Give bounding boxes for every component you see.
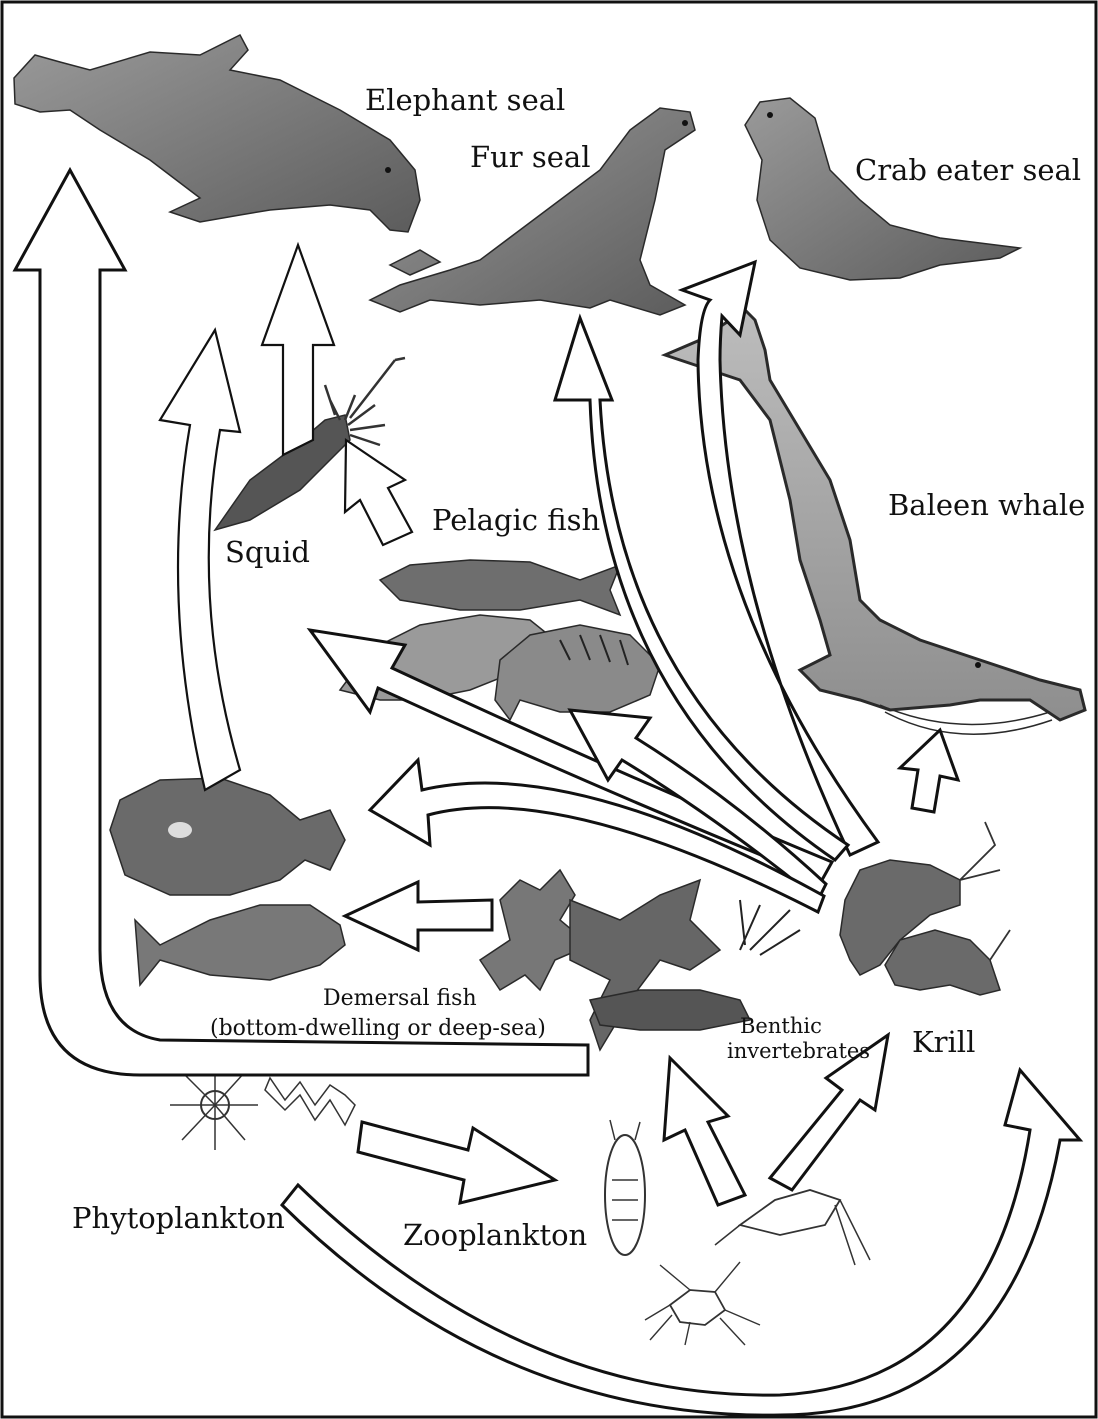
label-demersal-fish-sub: (bottom-dwelling or deep-sea): [210, 1016, 546, 1041]
demersal-fish-icon: [110, 778, 345, 985]
label-krill: Krill: [912, 1025, 975, 1059]
label-fur-seal: Fur seal: [470, 140, 591, 174]
zooplankton-icon: [605, 1120, 870, 1345]
arrow-pelagic-to-squid: [345, 440, 412, 545]
label-elephant-seal: Elephant seal: [365, 83, 565, 117]
pelagic-fish-icon: [340, 560, 660, 720]
arrow-zooplankton-to-benthic: [664, 1058, 745, 1205]
label-phytoplankton: Phytoplankton: [72, 1201, 285, 1235]
arrow-benthic-to-demersal-fish: [345, 882, 492, 950]
label-demersal-fish: Demersal fish: [323, 986, 477, 1011]
arrow-phytoplankton-to-zooplankton: [358, 1122, 555, 1203]
label-pelagic-fish: Pelagic fish: [432, 503, 600, 537]
label-squid: Squid: [225, 535, 310, 569]
crab-eater-seal-icon: [745, 98, 1020, 280]
label-benthic: Benthic: [740, 1014, 822, 1038]
label-benthic-sub: invertebrates: [727, 1039, 870, 1063]
label-crab-eater-seal: Crab eater seal: [855, 153, 1081, 187]
label-baleen-whale: Baleen whale: [888, 488, 1085, 522]
arrow-krill-to-baleen-whale: [900, 730, 958, 812]
label-zooplankton: Zooplankton: [403, 1218, 587, 1252]
